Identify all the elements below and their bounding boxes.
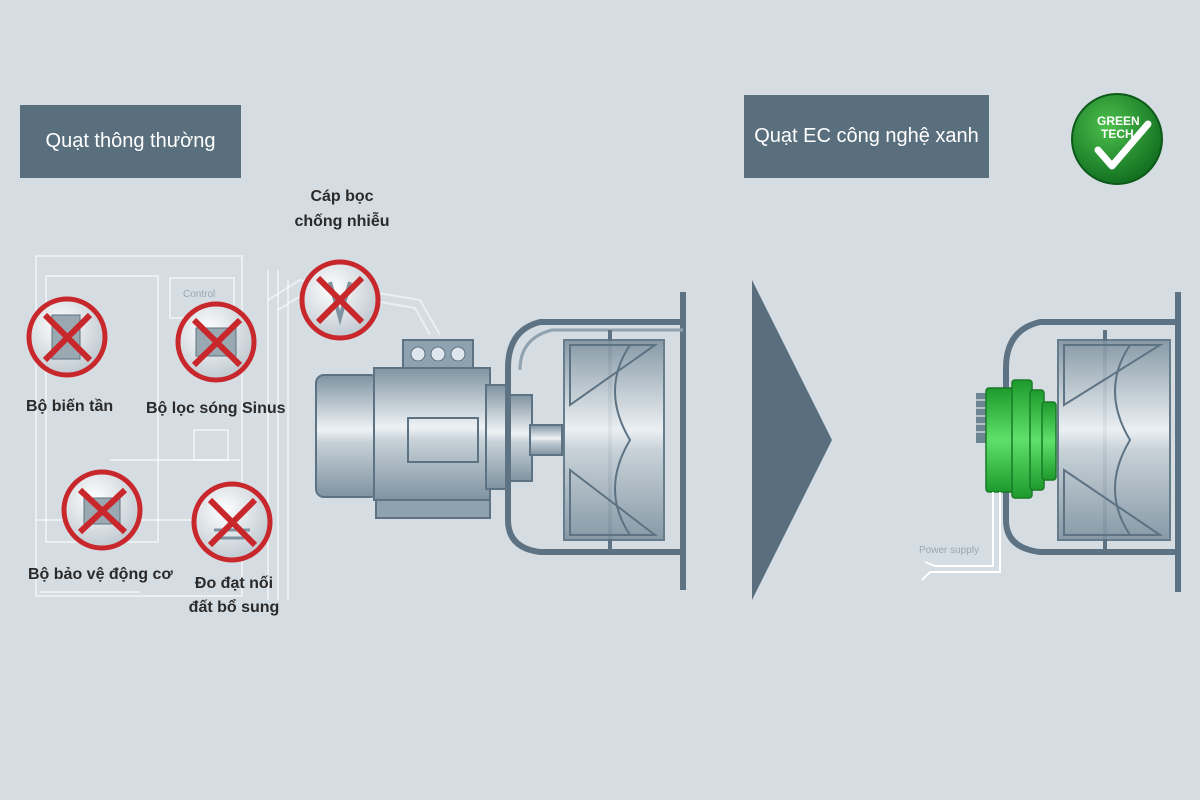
- badge-line2: TECH: [1101, 127, 1134, 141]
- sine-filter-cross-icon: [175, 301, 257, 383]
- label-shielded-cable-1: Cáp bọc: [310, 188, 374, 205]
- power-supply-label: Power supply: [919, 545, 980, 556]
- label-motor-protection: Bộ bảo vệ động cơ: [28, 566, 173, 583]
- green-tech-badge-graphic: [1071, 93, 1163, 185]
- badge-line1: GREEN: [1097, 114, 1140, 128]
- motor-protection-cross-icon: [61, 469, 143, 551]
- conventional-fan-title: Quạt thông thường: [20, 105, 241, 178]
- conventional-motor: [315, 339, 563, 519]
- label-grounding-1: Đo đạt nối: [194, 575, 274, 592]
- grounding-cross-icon: [191, 481, 273, 563]
- label-grounding-2: đất bổ sung: [188, 599, 280, 616]
- control-label: Control: [183, 289, 216, 300]
- inverter-cross-icon: [26, 296, 108, 378]
- ec-fan-title: Quạt EC công nghệ xanh: [744, 95, 989, 178]
- checkmark-icon: [1094, 120, 1152, 170]
- label-sine-filter: Bộ lọc sóng Sinus: [146, 400, 286, 417]
- conventional-fan: [505, 292, 686, 590]
- ec-motor: [921, 379, 1057, 581]
- label-inverter: Bộ biến tần: [26, 398, 114, 415]
- label-shielded-cable-2: chống nhiễu: [294, 213, 390, 230]
- cable-cross-icon: [299, 259, 381, 341]
- transition-arrow: [752, 280, 832, 600]
- ec-fan: [1003, 292, 1181, 592]
